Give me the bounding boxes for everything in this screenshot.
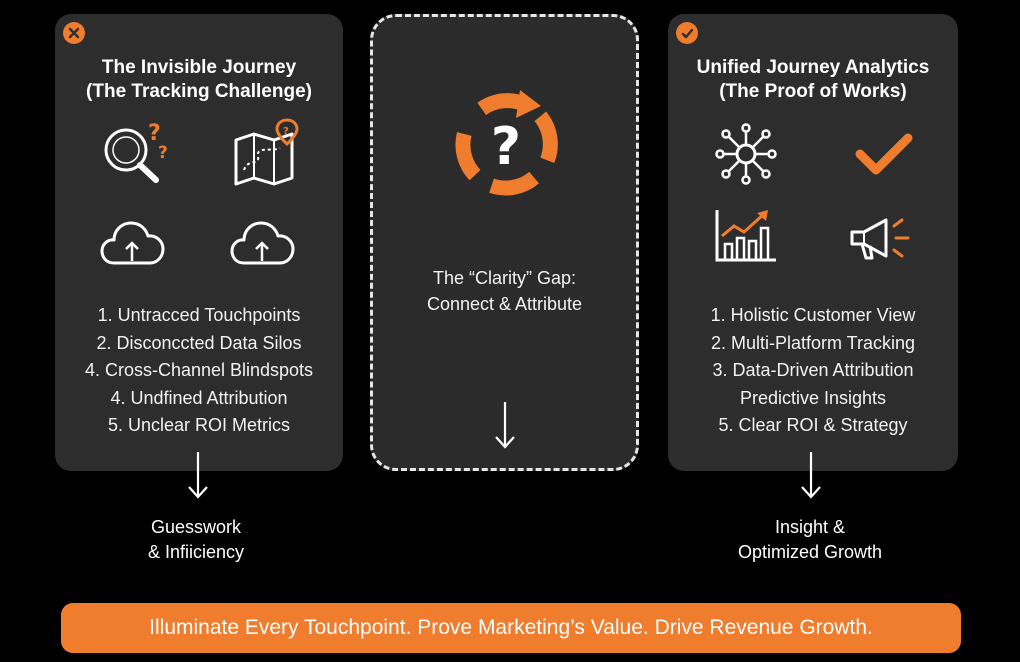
list-item: 5. Unclear ROI Metrics [107,415,291,436]
challenge-list: 1. Untracced Touchpoints 2. Disconccted … [55,302,343,440]
clarity-gap-text: The “Clarity” Gap: Connect & Attribute [426,268,583,314]
svg-text:?: ? [148,121,161,146]
solution-list: 1. Holistic Customer View 2. Multi-Platf… [668,302,958,440]
checkmark-icon [855,133,913,175]
growth-chart-icon [715,210,776,262]
invisible-journey-card: The Invisible Journey (The Tracking Chal… [55,14,343,471]
list-item: 5. Clear ROI & Strategy [718,415,908,436]
check-icon [676,22,698,44]
map-route-icon: ? [234,118,299,186]
list-item: 4. Cross-Channel Blindspots [84,360,314,381]
arrow-down-icon [495,402,515,449]
card-title: The Invisible Journey (The Tracking Chal… [86,57,312,102]
network-hub-icon [715,123,777,185]
banner-text: Illuminate Every Touchpoint. Prove Marke… [149,616,873,639]
megaphone-icon [850,218,910,260]
list-item: 1. Holistic Customer View [710,305,916,325]
right-outcome: Insight & Optimized Growth [737,517,883,562]
tagline-banner: Illuminate Every Touchpoint. Prove Marke… [61,603,961,653]
search-question-icon: ? ? [104,121,168,183]
list-item: 2. Multi-Platform Tracking [710,332,916,353]
cloud-upload-icon [100,221,165,265]
cloud-upload-icon [230,221,295,265]
close-icon [63,22,85,44]
list-item: 2. Disconccted Data Silos [96,332,302,353]
arrow-down-icon [188,452,208,499]
svg-text:?: ? [491,117,521,177]
list-item: 3. Data-Driven Attribution [712,360,914,381]
card-title: Unified Journey Analytics (The Proof of … [696,57,930,102]
left-outcome: Guesswork & Infiiciency [147,517,245,562]
clarity-gap-card: ? The “Clarity” Gap: Connect & Attribute [370,14,639,471]
arrow-down-icon [801,452,821,499]
list-item: 4. Undfined Attribution [110,387,288,408]
unified-journey-card: Unified Journey Analytics (The Proof of … [668,14,958,471]
cycle-question-icon: ? [455,90,558,196]
svg-text:?: ? [158,143,168,163]
svg-text:?: ? [283,126,289,137]
list-item: 1. Untracced Touchpoints [97,305,301,325]
list-item: Predictive Insights [739,387,887,408]
